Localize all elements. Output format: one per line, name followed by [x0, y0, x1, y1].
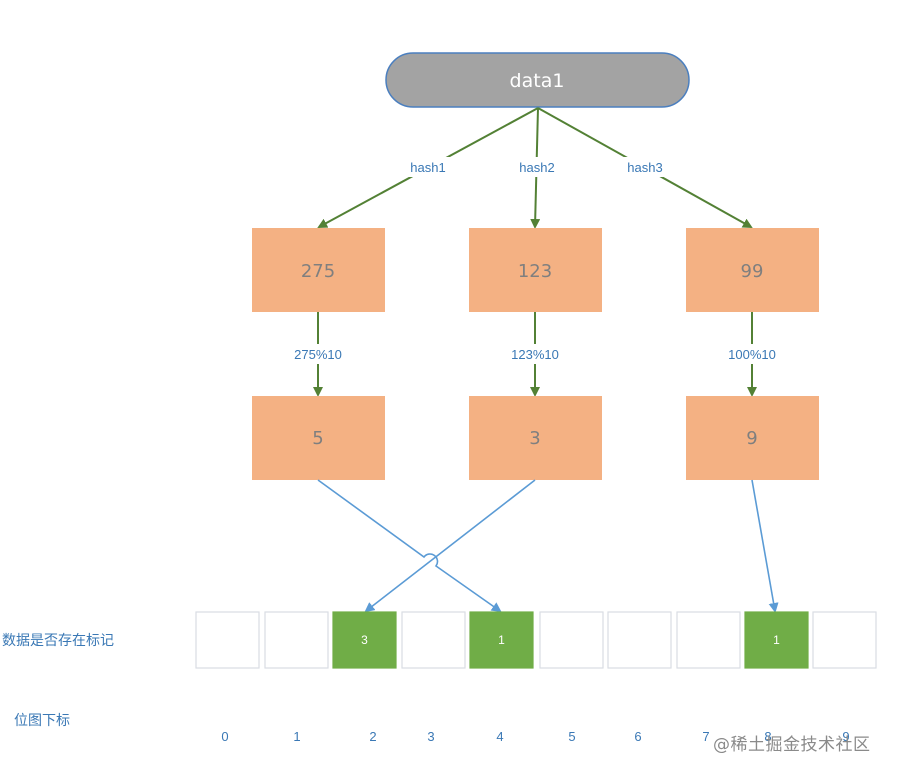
- bitmap-index: 9: [842, 729, 849, 744]
- arrow-9-to-bit8: [751, 479, 779, 613]
- bitmap-cell: 1: [469, 611, 534, 669]
- mod-result-box-3: 9: [686, 396, 819, 480]
- mod-result-1: 5: [312, 428, 323, 449]
- watermark: @稀土掘金技术社区: [713, 735, 871, 755]
- bitmap-cell: 3: [332, 611, 397, 669]
- mod1-label: 275%10: [294, 347, 342, 362]
- bitmap-cell: [607, 611, 672, 669]
- bitmap-index: 1: [293, 729, 300, 744]
- bitmap-cell: [812, 611, 877, 669]
- bitmap-index: 6: [634, 729, 641, 744]
- hash-value-3: 99: [741, 261, 764, 282]
- mod-result-2: 3: [529, 428, 540, 449]
- bitmap-cell: [264, 611, 329, 669]
- bitmap-index-label: 位图下标: [14, 713, 70, 729]
- bitmap-cell: 1: [744, 611, 809, 669]
- mod-result-3: 9: [746, 428, 757, 449]
- hash2-label: hash2: [519, 160, 554, 175]
- hash1-label: hash1: [410, 160, 445, 175]
- mod-result-box-1: 5: [252, 396, 385, 480]
- bitmap-cell-value: 3: [361, 633, 368, 647]
- arrow-3-to-bit2: [364, 479, 536, 613]
- mod3-label: 100%10: [728, 347, 776, 362]
- bitmap-index: 8: [764, 729, 771, 744]
- bitmap-cell-value: 1: [498, 633, 505, 647]
- hash-value-box-1: 275: [252, 228, 385, 312]
- bitmap-flag-label: 数据是否存在标记: [2, 633, 114, 649]
- root-node: data1: [385, 52, 690, 108]
- bitmap-index: 0: [221, 729, 228, 744]
- bitmap-index: 5: [568, 729, 575, 744]
- bitmap-cell: [401, 611, 466, 669]
- hash3-label: hash3: [627, 160, 662, 175]
- bitmap-index: 7: [702, 729, 709, 744]
- bitmap-index-row: 0 1 2 3 4 5 6 7 8 9: [221, 729, 849, 744]
- mod-result-box-2: 3: [469, 396, 602, 480]
- bitmap-row: 3 1 1: [195, 611, 877, 669]
- bitmap-cell-value: 1: [773, 633, 780, 647]
- hash-value-1: 275: [301, 261, 335, 282]
- bitmap-cell: [195, 611, 260, 669]
- arrow-5-to-bit4: [317, 479, 502, 613]
- hash-value-2: 123: [518, 261, 552, 282]
- hash-value-box-2: 123: [469, 228, 602, 312]
- root-label: data1: [510, 70, 565, 92]
- mod2-label: 123%10: [511, 347, 559, 362]
- bitmap-index: 2: [369, 729, 376, 744]
- hash-value-box-3: 99: [686, 228, 819, 312]
- bitmap-cell: [676, 611, 741, 669]
- bitmap-index: 4: [496, 729, 503, 744]
- bitmap-index: 3: [427, 729, 434, 744]
- bitmap-cell: [539, 611, 604, 669]
